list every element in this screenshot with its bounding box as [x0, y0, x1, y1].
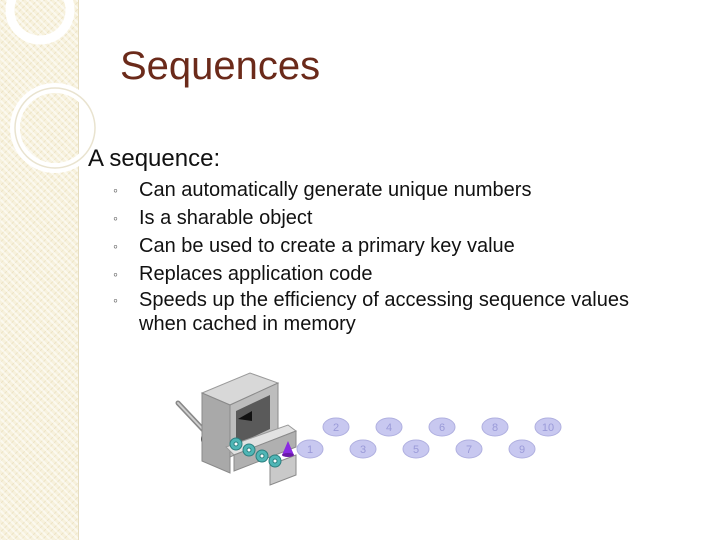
sequence-number-bubble: 4: [375, 417, 403, 437]
sequence-number-label: 6: [439, 422, 445, 434]
sequence-number-label: 1: [307, 444, 313, 456]
sequence-number-bubble: 7: [455, 439, 483, 459]
sequence-number-bubble: 6: [428, 417, 456, 437]
bullet-text: Speeds up the efficiency of accessing se…: [139, 289, 629, 335]
sequence-number-label: 2: [333, 422, 339, 434]
sequence-number-bubble: 5: [402, 439, 430, 459]
bullet-marker: ◦: [113, 238, 118, 254]
bullet-item: ◦ Speeds up the efficiency of accessing s…: [113, 288, 673, 336]
sequence-number-label: 8: [492, 422, 498, 434]
number-sequence: 2 4 6 8 10 1 3 5 7 9: [296, 417, 562, 459]
bullet-marker: ◦: [113, 266, 118, 282]
sequence-number-bubble: 2: [322, 417, 350, 437]
bullet-text: Can automatically generate unique number…: [139, 179, 532, 201]
bullet-text: Can be used to create a primary key valu…: [139, 235, 515, 257]
sequence-number-bubble: 9: [508, 439, 536, 459]
sequence-number-label: 3: [360, 444, 366, 456]
bullet-marker: ◦: [113, 182, 118, 198]
bullet-item: ◦ Is a sharable object: [113, 204, 673, 232]
bullet-item: ◦ Can automatically generate unique numbe…: [113, 176, 673, 204]
bullet-item: ◦ Replaces application code: [113, 260, 673, 288]
bullet-list: ◦ Can automatically generate unique numbe…: [113, 176, 673, 336]
bullet-marker: ◦: [113, 210, 118, 226]
sequence-number-bubble: 1: [296, 439, 324, 459]
sequence-generator-machine-illustration: [175, 372, 298, 486]
sequence-number-bubble: 8: [481, 417, 509, 437]
sequence-number-label: 5: [413, 444, 419, 456]
slide-title: Sequences: [120, 44, 321, 88]
decorative-circles: [5, 0, 100, 173]
sequence-number-label: 4: [386, 422, 392, 434]
sequence-number-bubble: 3: [349, 439, 377, 459]
sequence-number-label: 9: [519, 444, 525, 456]
bullet-text: Replaces application code: [139, 263, 373, 285]
sequence-number-bubble: 10: [534, 417, 562, 437]
bullet-item: ◦ Can be used to create a primary key val…: [113, 232, 673, 260]
lead-text: A sequence:: [88, 145, 221, 172]
bullet-text: Is a sharable object: [139, 207, 313, 229]
sequence-number-label: 7: [466, 444, 472, 456]
sequence-number-label: 10: [542, 422, 554, 434]
bullet-marker: ◦: [113, 292, 118, 308]
